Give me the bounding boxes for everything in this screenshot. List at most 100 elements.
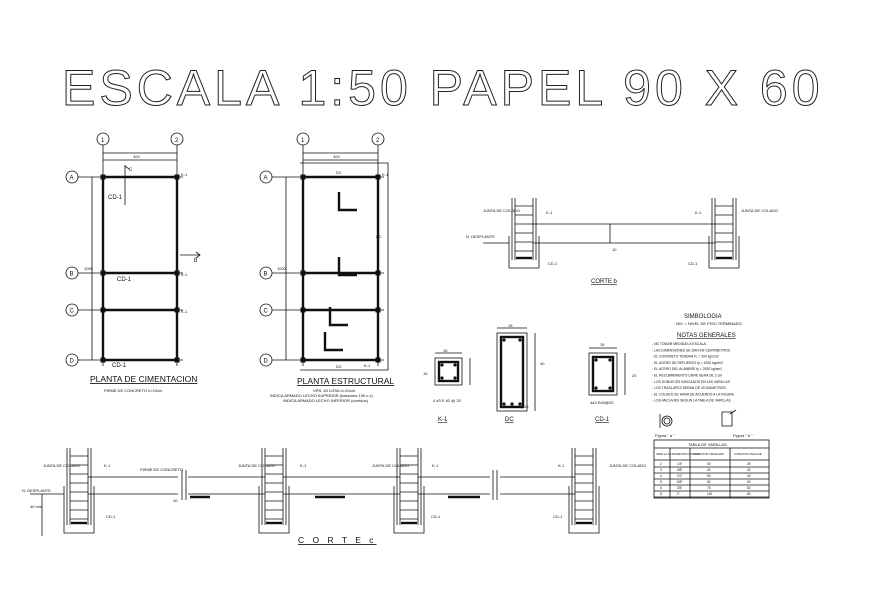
corte-b-title: CORTE b (591, 279, 618, 285)
axis-label: 1 (301, 138, 305, 144)
rebar (453, 363, 457, 367)
label-junta: JUNTA DE COLADO (483, 208, 520, 213)
footing (63, 486, 95, 534)
beam (483, 223, 715, 244)
tabla-title: TABLA DE VARILLAS (688, 442, 727, 447)
stirrup (591, 355, 615, 393)
label-cd: CD-1 (106, 514, 116, 519)
dim-left: 1000 (277, 266, 287, 271)
rebar (594, 358, 598, 362)
section-outline (496, 332, 528, 412)
table-cell: 50 (707, 474, 711, 478)
simbologia-subtitle: NIV. = NIVEL DE PISO TERMINADO (676, 321, 742, 326)
label-k: K-1 (558, 463, 565, 468)
table-cell: 30 (747, 468, 751, 472)
label-k: K-1 (104, 463, 111, 468)
column-k1 (100, 174, 106, 180)
table-cell: 6 (660, 486, 662, 490)
nota-item: - EL RECUBRIMIENTO LIBRE SERA DE 2 cm (652, 374, 722, 378)
slab-outline (300, 162, 389, 371)
footing (508, 236, 540, 269)
rebar (518, 338, 522, 342)
column-k1 (375, 270, 381, 276)
table-cell: 75 (707, 486, 711, 490)
label-k: K-1 (364, 363, 371, 368)
plan-estructural-note: VRS. #3 LOSA h=10cm (313, 388, 356, 393)
axis-label: C (70, 309, 75, 315)
dimension-line (497, 327, 536, 411)
table-cell: 40 (747, 474, 751, 478)
label-junta: JUNTA DE COLADO (609, 463, 646, 468)
table-header: VARILLA No. (656, 452, 672, 456)
label-dc: DC (336, 170, 342, 175)
corte-c-title: C O R T E c (298, 535, 377, 545)
label-dc: DC (376, 234, 382, 239)
column (511, 198, 537, 260)
corte-c: C O R T E c JUNTA DE COLADO JUNTA DE COL… (22, 448, 646, 545)
dc-w: 15 (508, 323, 513, 328)
nota-item: - EL COLADO SE HARA DE ACUERDO A LA FIGU… (652, 392, 735, 396)
k1-h: 15 (423, 371, 428, 376)
label-k: K-1 (181, 309, 188, 314)
axis-label: D (70, 359, 75, 365)
dimension-line (589, 347, 626, 395)
footing (393, 486, 425, 534)
k1-spec: 4 #3 E #2 @ 20 (433, 398, 462, 403)
nota-item: - LOS TRASLAPES SERAN DE 40 DIAMETROS (652, 386, 727, 390)
column-k1 (100, 307, 106, 313)
dim-left: 1000 (84, 266, 94, 271)
dc-h: 40 (540, 361, 545, 366)
nota-item: - LAS DIMENSIONES SE DAN EN CENTIMETROS (652, 348, 731, 352)
axis-label: D (264, 359, 269, 365)
label-cd: CD-1 (117, 277, 132, 283)
label-k: K-1 (181, 172, 188, 177)
dc-spec: 5#4 E#3@15 (505, 404, 529, 409)
rebar (453, 376, 457, 380)
label-k: K-1 (546, 210, 553, 215)
axis-label: 1 (101, 138, 105, 144)
beam (30, 470, 575, 536)
dimension-line (435, 352, 471, 385)
table-cell: 8 (660, 492, 662, 496)
k1-title: K-1 (438, 417, 448, 423)
dimension-line (91, 152, 177, 360)
beam (301, 175, 380, 362)
label-k: K-1 (181, 272, 188, 277)
label-junta: JUNTA DE COLADO (238, 463, 275, 468)
cd1-w: 15 (600, 342, 605, 347)
label-cd: CD-1 (431, 514, 441, 519)
label-k: K-1 (695, 210, 702, 215)
table-cell: 3/4" (677, 486, 683, 490)
secciones: 15 15 4 #3 E #2 @ 20 K-1 15 40 5#4 E#3@1… (423, 323, 637, 423)
table-cell: 2 (660, 462, 662, 466)
dim-top: 400 (333, 154, 340, 159)
cd1-h: 20 (632, 373, 637, 378)
column-k1 (100, 357, 106, 363)
column-k1 (100, 270, 106, 276)
notas-title: NOTAS GENERALES (677, 333, 736, 339)
nota-item: - EL ACERO DEL ALAMBRE fy = 2530 kg/cm2 (652, 367, 722, 371)
drawing-title: ESCALA 1:50 PAPEL 90 X 60 (62, 60, 824, 116)
plan-estructural-note: INDICA ARMADO LECHO INFERIOR (corridos) (283, 398, 369, 403)
nota-item: - NO TOMAR MEDIDAS A ESCALA. (652, 342, 707, 346)
rebar (502, 338, 506, 342)
plan-estructural-title: PLANTA ESTRUCTURAL (297, 376, 394, 386)
column-k1 (300, 307, 306, 313)
cut-marker (124, 165, 201, 259)
label-junta: JUNTA DE COLADO (741, 208, 778, 213)
table-header: LONGITUD ANCLAJE (734, 452, 762, 456)
table-border (653, 439, 770, 499)
stirrup (437, 360, 460, 383)
footing (258, 486, 290, 534)
table-cell: 3/8" (677, 468, 683, 472)
table-cell: 5/8" (677, 480, 683, 484)
section-outline (588, 352, 618, 396)
fig-a: Figura " a " (655, 433, 675, 438)
column-k1 (300, 270, 306, 276)
label-dc: DC (336, 364, 342, 369)
footing (708, 236, 740, 269)
